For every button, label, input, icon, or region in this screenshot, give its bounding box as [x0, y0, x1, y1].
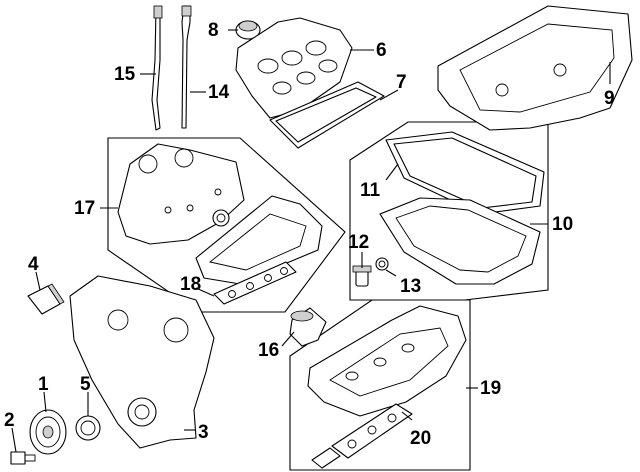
oil-filter-part — [289, 307, 327, 347]
drain-plug-part — [352, 265, 372, 287]
callout-14: 14 — [208, 82, 230, 103]
oil-dipstick-part — [181, 5, 192, 129]
callout-2: 2 — [4, 410, 15, 431]
valve-cover-part — [235, 17, 353, 119]
callout-6: 6 — [376, 40, 387, 61]
valve-cover-gasket-part — [269, 81, 385, 149]
callout-20: 20 — [410, 428, 431, 449]
front-timing-cover-part — [69, 275, 215, 449]
callout-5: 5 — [80, 374, 91, 395]
oil-pan-gasket-part — [385, 131, 545, 215]
callout-12: 12 — [348, 232, 369, 253]
callout-labels: 1 2 3 4 5 6 7 8 9 10 11 12 13 14 15 16 1… — [4, 20, 615, 449]
callout-17: 17 — [74, 198, 95, 219]
crankshaft-pulley-part — [29, 409, 67, 455]
drain-plug-washer-part — [375, 257, 389, 271]
crankshaft-seal-part — [75, 415, 101, 441]
intake-gasket-set-part — [213, 261, 297, 305]
oil-filler-cap-part — [235, 20, 261, 40]
group-19-outline — [289, 299, 471, 471]
timing-chain-case-part — [117, 143, 245, 245]
callout-11: 11 — [360, 180, 381, 201]
callout-16: 16 — [258, 340, 279, 361]
pulley-bolt-part — [10, 451, 36, 465]
callout-1: 1 — [38, 374, 49, 395]
callout-3: 3 — [198, 422, 209, 443]
upper-oil-pan-part — [437, 5, 633, 131]
callout-19: 19 — [480, 378, 501, 399]
callout-15: 15 — [114, 64, 136, 85]
callout-9: 9 — [604, 88, 615, 109]
leader-lines — [11, 29, 611, 453]
callout-10: 10 — [552, 214, 573, 235]
callout-8: 8 — [208, 20, 219, 41]
timing-seal-part — [212, 209, 230, 227]
oil-dipstick-tube-part — [151, 5, 163, 131]
sealant-tube-part — [27, 283, 65, 315]
intake-manifold-gasket-part — [311, 403, 413, 469]
callout-4: 4 — [28, 254, 39, 275]
intake-manifold-part — [307, 305, 467, 417]
rear-timing-cover-part — [195, 195, 323, 285]
callout-13: 13 — [400, 276, 421, 297]
callout-18: 18 — [180, 274, 201, 295]
group-10-outline — [349, 121, 549, 301]
group-17-outline — [107, 137, 346, 313]
lower-oil-pan-part — [379, 197, 541, 285]
callout-7: 7 — [396, 72, 407, 93]
